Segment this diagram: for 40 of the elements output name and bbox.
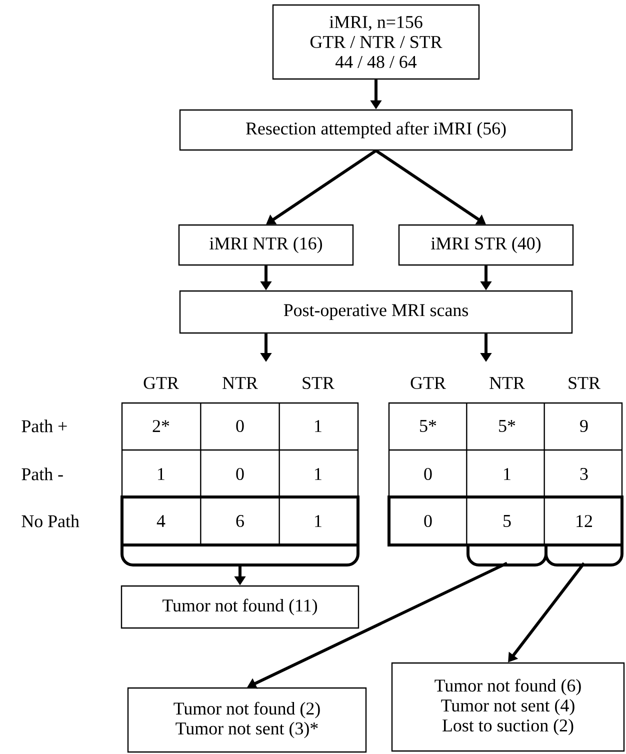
table-cell: 9 xyxy=(580,420,588,432)
column-header: GTR xyxy=(410,376,446,390)
table-cell: 1 xyxy=(504,468,510,480)
table-cell: 0 xyxy=(424,514,432,528)
row-label: Path - xyxy=(22,468,63,480)
bracket xyxy=(544,545,624,566)
table-cell: 12 xyxy=(576,515,592,527)
table-cell: 5 xyxy=(504,515,511,527)
row-label: Path + xyxy=(22,420,67,432)
table-cell: 1 xyxy=(315,468,322,480)
process-box: Resection attempted after iMRI (56) xyxy=(179,109,573,151)
process-box: Post-operative MRI scans xyxy=(179,290,573,334)
table-cell: 0 xyxy=(236,468,244,480)
bracket xyxy=(466,545,548,566)
process-box: Tumor not found (11) xyxy=(120,585,360,629)
table-cell: 3 xyxy=(580,468,588,480)
process-box: iMRI NTR (16) xyxy=(178,224,354,266)
table-cell: 5* xyxy=(499,420,516,432)
column-header: STR xyxy=(302,376,334,390)
table-cell: 1 xyxy=(158,468,164,480)
table-cell: 5* xyxy=(420,420,436,432)
column-header: NTR xyxy=(490,377,525,389)
row-label: No Path xyxy=(22,514,80,528)
highlight-frame xyxy=(388,496,624,546)
process-box: iMRI, n=156 GTR / NTR / STR 44 / 48 / 64 xyxy=(272,4,480,80)
bracket xyxy=(120,545,360,566)
process-box: Tumor not found (2) Tumor not sent (3)* xyxy=(127,687,367,753)
table-cell: 2* xyxy=(152,420,170,432)
column-header: STR xyxy=(568,376,600,390)
table-cell: 0 xyxy=(236,420,244,432)
table-cell: 1 xyxy=(315,420,322,432)
table-cell: 0 xyxy=(424,468,432,480)
column-header: NTR xyxy=(222,377,258,389)
process-box: iMRI STR (40) xyxy=(398,224,574,266)
table-cell: 1 xyxy=(315,515,322,527)
table-cell: 4 xyxy=(156,515,166,527)
table-cell: 6 xyxy=(236,514,244,528)
process-box: Tumor not found (6) Tumor not sent (4) Lost to suction (2) xyxy=(391,662,625,752)
highlight-frame xyxy=(120,496,360,546)
column-header: GTR xyxy=(144,376,179,390)
